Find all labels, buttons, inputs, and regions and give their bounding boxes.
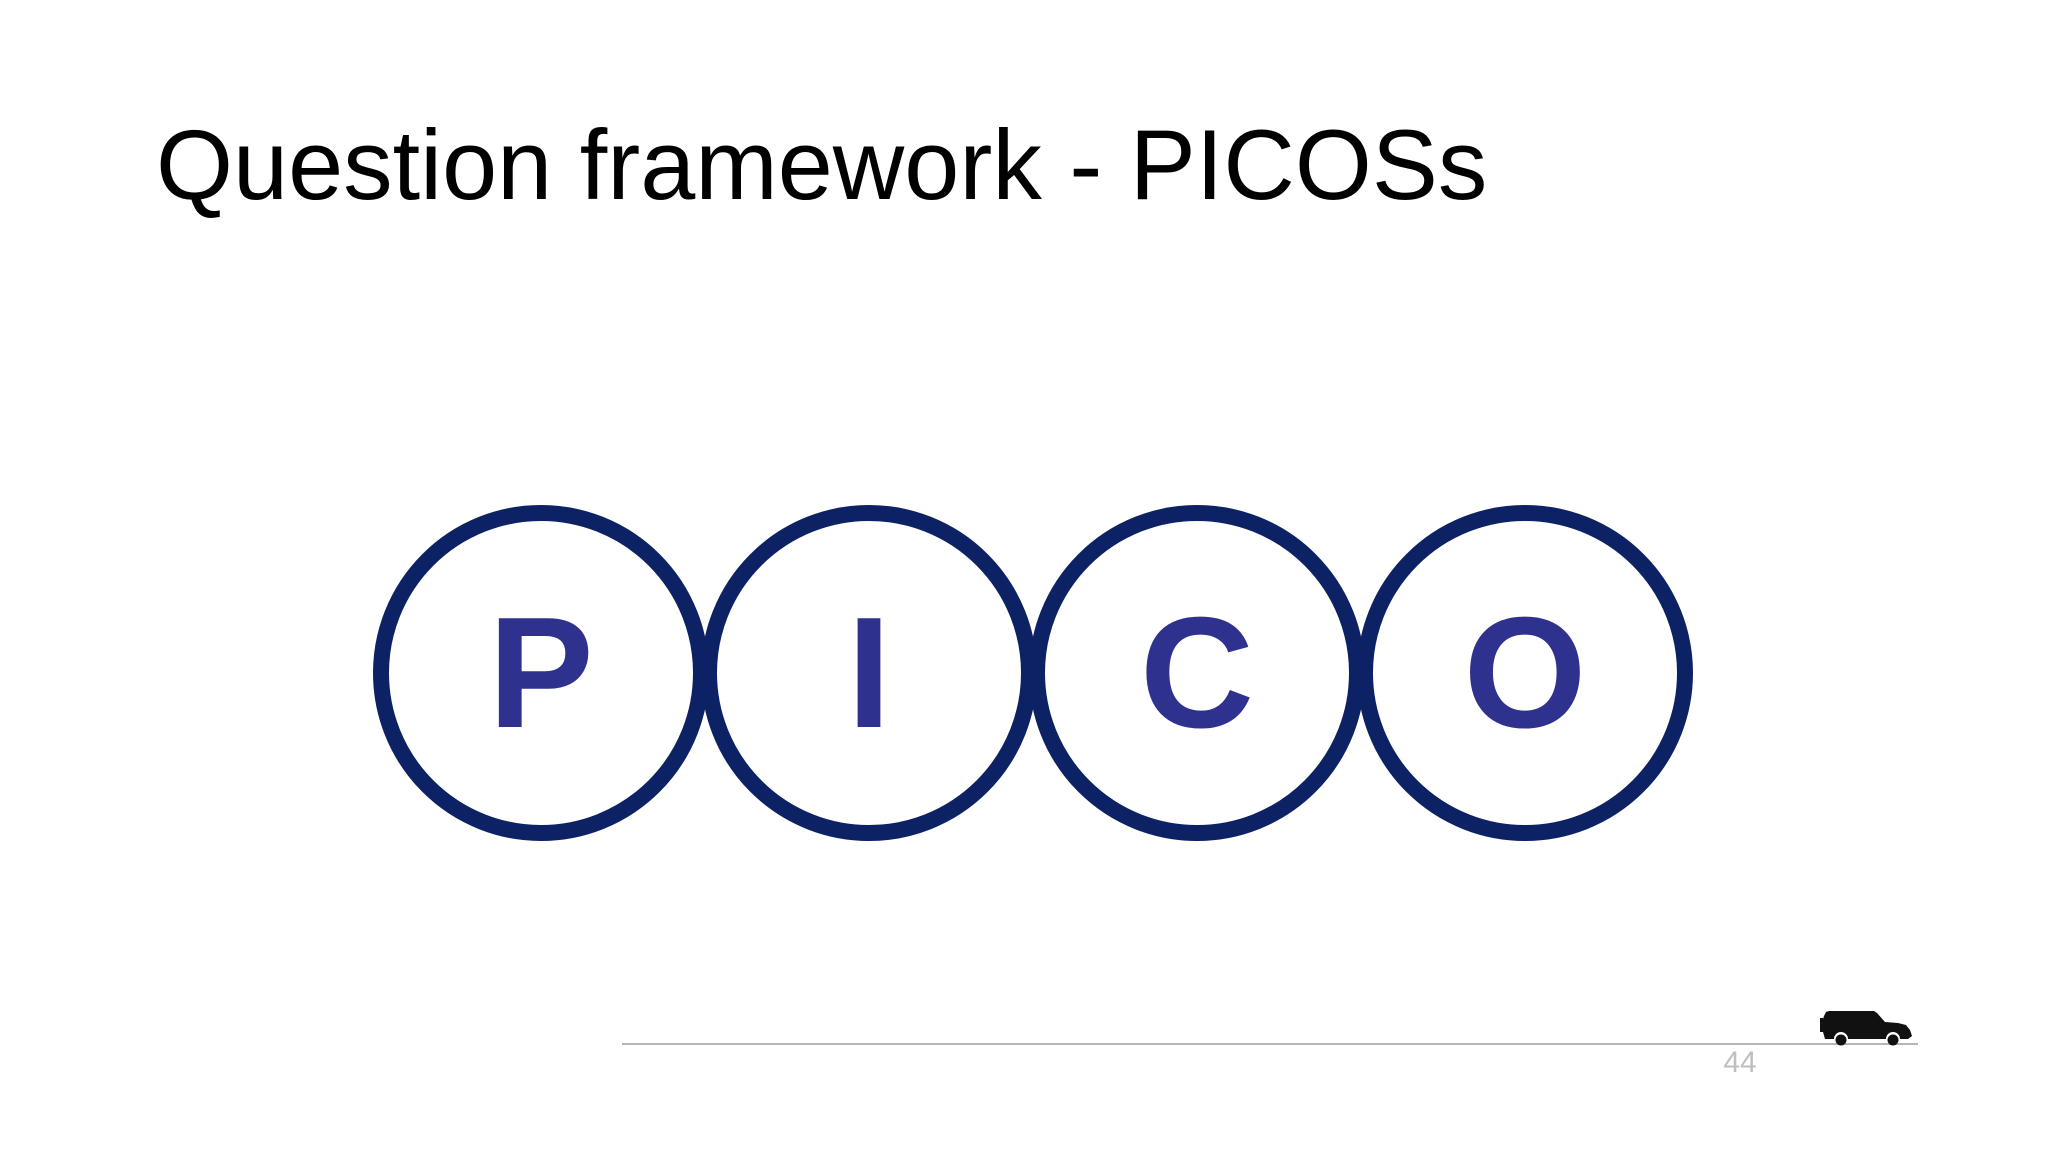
pico-circle-c: C [1029,505,1365,841]
pico-circle-o: O [1357,505,1693,841]
pico-letter-i: I [847,585,891,761]
pico-letter-p: P [488,585,594,761]
slide-title: Question framework - PICOSs [156,109,1488,220]
pico-circle-p: P [373,505,709,841]
footer-rule [622,1043,1918,1045]
pico-letter-c: C [1139,585,1255,761]
pico-letter-o: O [1463,585,1587,761]
car-silhouette-icon [1820,1011,1912,1046]
page-number: 44 [1723,1046,1757,1079]
pico-circle-i: I [701,505,1037,841]
